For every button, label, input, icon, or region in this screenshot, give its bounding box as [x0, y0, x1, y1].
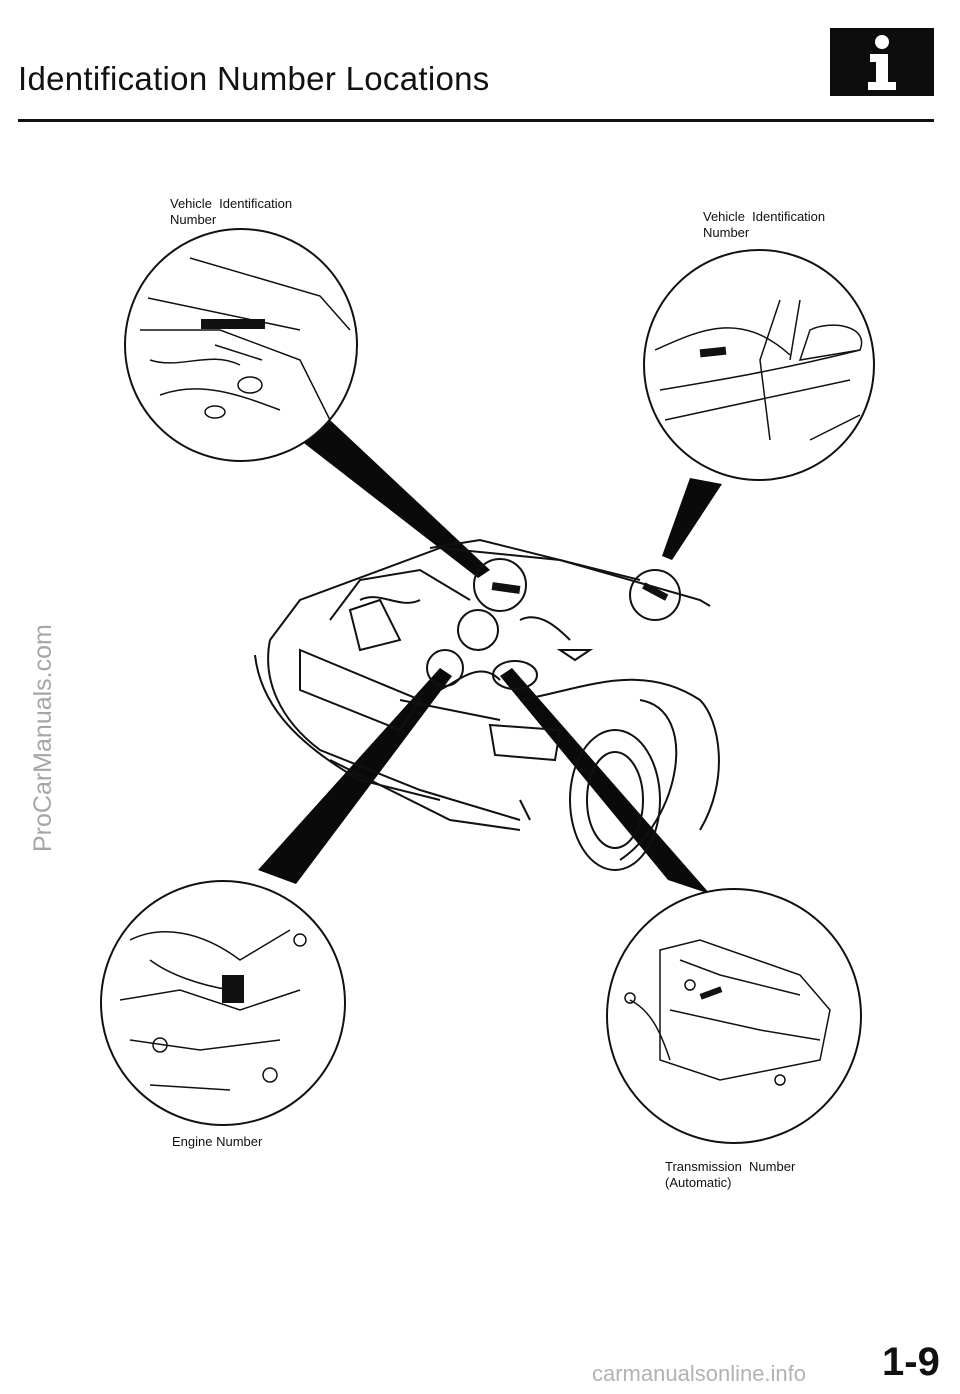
label-vin-dashboard: Vehicle Identification Number [703, 209, 826, 240]
info-icon [830, 28, 934, 96]
watermark-side: ProCarManuals.com [29, 624, 57, 852]
page-title: Identification Number Locations [18, 60, 490, 97]
vin-dashboard-detail [654, 299, 863, 441]
car-outline [254, 538, 720, 871]
vin-engine-bay-detail [140, 257, 351, 421]
detail-circle-vin-engine-bay [124, 228, 358, 462]
detail-circle-transmission [606, 888, 862, 1144]
callout-pointers [258, 420, 722, 894]
engine-number-detail [119, 929, 307, 1091]
label-vin-engine-bay: Vehicle Identification Number [170, 196, 293, 227]
detail-circle-vin-dashboard [643, 249, 875, 481]
watermark-bottom: carmanualsonline.info [592, 1361, 807, 1386]
label-transmission-number: Transmission Number (Automatic) [665, 1159, 796, 1190]
transmission-detail [624, 939, 831, 1086]
page-number: 1-9 [882, 1340, 940, 1384]
label-engine-number: Engine Number [172, 1134, 263, 1149]
header-divider [18, 119, 934, 122]
